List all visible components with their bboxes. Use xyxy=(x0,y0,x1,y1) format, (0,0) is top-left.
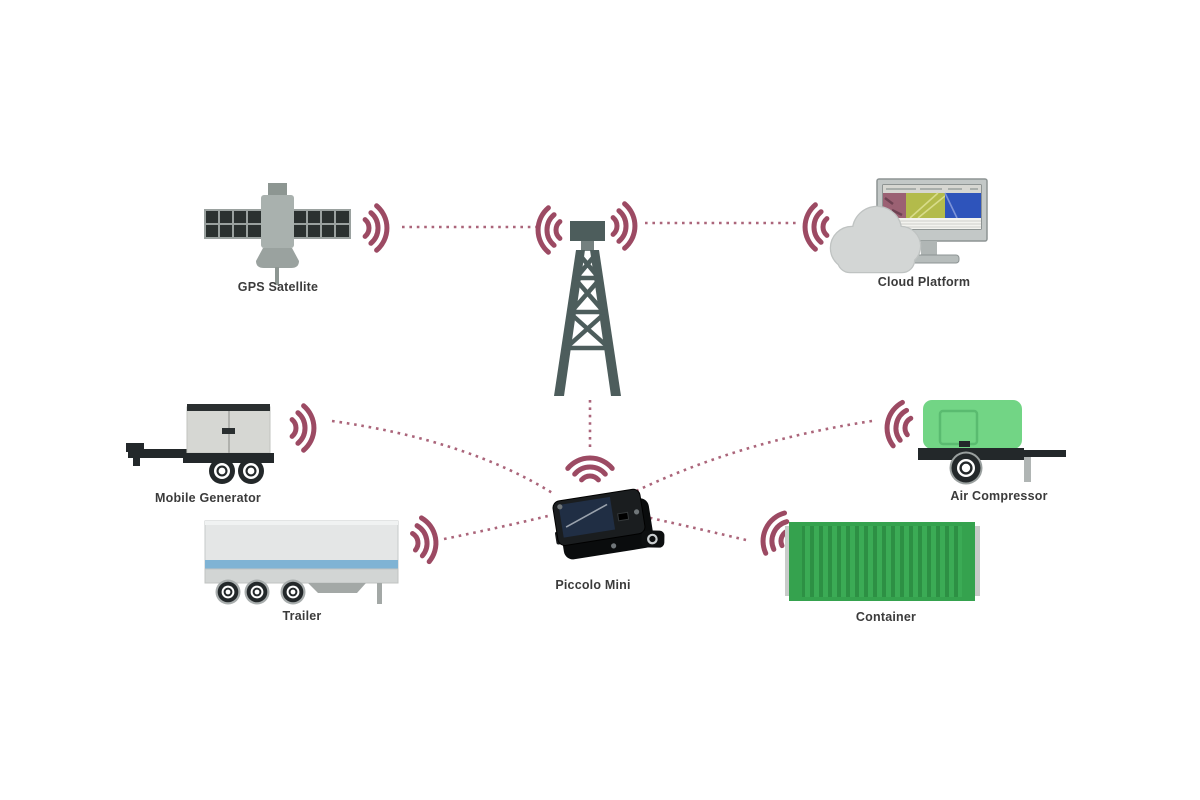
link-trailer-device xyxy=(443,514,549,541)
satellite-signal-icon xyxy=(365,206,387,250)
gps-satellite-label: GPS Satellite xyxy=(237,280,319,294)
cloud-platform-label: Cloud Platform xyxy=(877,275,971,289)
cell-tower-icon xyxy=(554,221,621,396)
trailer-label: Trailer xyxy=(282,609,322,623)
air-compressor-icon xyxy=(918,400,1066,485)
dotted-links xyxy=(331,221,873,542)
link-generator-device xyxy=(331,419,555,496)
compressor-signal-icon xyxy=(883,400,914,448)
trailer-wheels xyxy=(215,579,306,605)
gps-satellite-icon xyxy=(204,183,351,285)
link-compressor-device xyxy=(627,419,873,497)
mobile-generator-icon xyxy=(126,404,274,484)
cloud-signal-icon xyxy=(805,205,827,249)
cloud-platform-icon xyxy=(829,178,988,274)
container-icon xyxy=(785,522,980,601)
tower-right-signal-icon xyxy=(613,204,635,248)
trailer-signal-icon xyxy=(410,516,439,564)
tower-left-signal-icon xyxy=(538,208,560,252)
link-container-device xyxy=(645,515,747,542)
container-label: Container xyxy=(855,610,917,624)
compressor-wheel xyxy=(949,451,983,485)
mobile-generator-label: Mobile Generator xyxy=(155,491,261,505)
generator-signal-icon xyxy=(292,406,314,450)
air-compressor-label: Air Compressor xyxy=(950,489,1048,503)
trailer-icon xyxy=(204,520,399,605)
generator-wheels xyxy=(209,458,264,484)
cloud-icon xyxy=(829,205,922,274)
piccolo-mini-label: Piccolo Mini xyxy=(555,578,631,592)
piccolo-mini-icon xyxy=(552,488,665,560)
device-signal-icon xyxy=(568,458,612,480)
